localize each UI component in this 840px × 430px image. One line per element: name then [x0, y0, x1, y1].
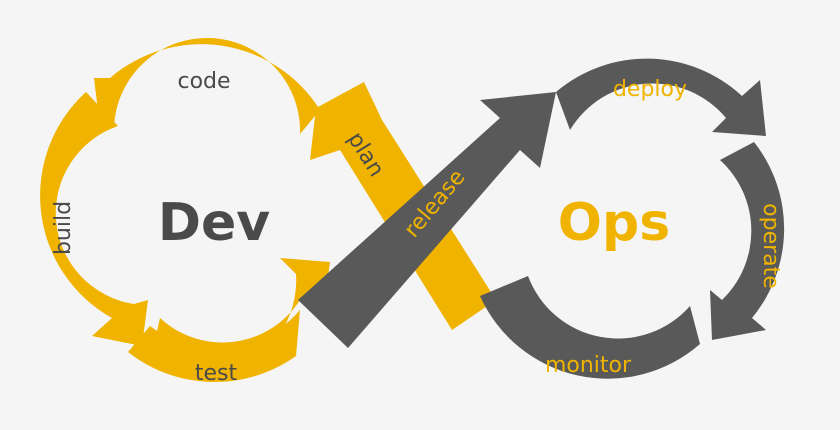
- ops-arc-operate: [710, 142, 785, 340]
- stage-label-monitor: monitor: [545, 353, 632, 378]
- ops-arc-deploy: [556, 58, 766, 136]
- stage-label-test: test: [195, 361, 238, 386]
- stage-label-deploy: deploy: [613, 77, 687, 102]
- ops-arc-monitor: [480, 276, 700, 379]
- ops-band-release: [298, 92, 556, 348]
- stage-label-code: code: [177, 69, 230, 94]
- title-dev: Dev: [158, 193, 270, 253]
- dev-arc-build: [40, 92, 149, 346]
- stage-label-operate: operate: [758, 203, 783, 289]
- stage-label-build: build: [51, 201, 76, 255]
- ops-loop: [298, 58, 785, 379]
- title-ops: Ops: [558, 193, 670, 253]
- dev-arc-test-outer: [128, 310, 300, 383]
